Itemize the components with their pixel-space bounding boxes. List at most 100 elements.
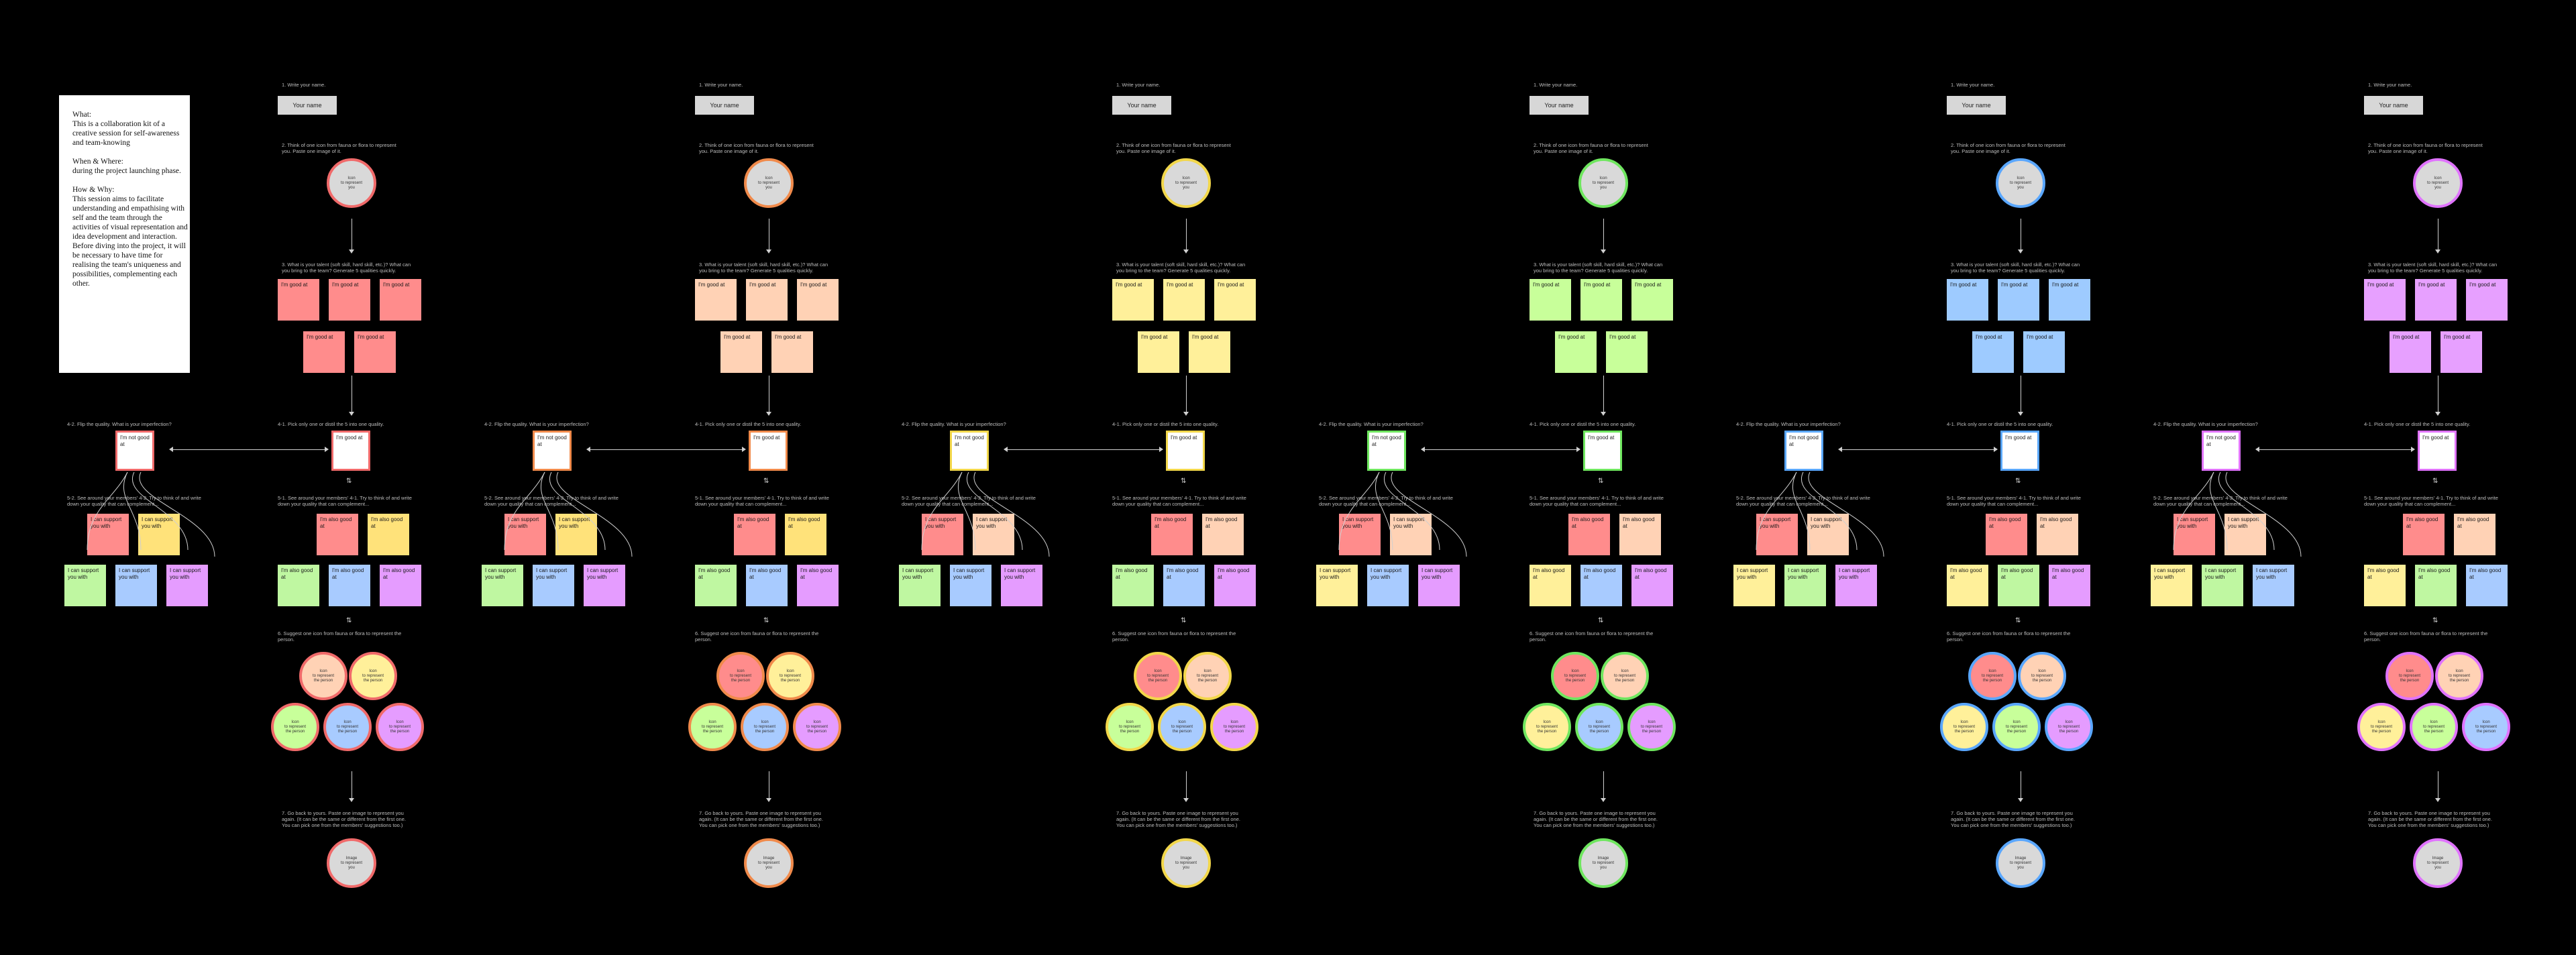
- support-note-left-1[interactable]: I can support you with: [1339, 514, 1381, 555]
- suggested-icon-1[interactable]: Icon to represent the person: [1968, 652, 2017, 700]
- support-note-left-1[interactable]: I can support you with: [2174, 514, 2215, 555]
- suggested-icon-2[interactable]: Icon to represent the person: [349, 652, 397, 700]
- picked-quality-frame[interactable]: I'm good at: [749, 431, 788, 471]
- can-support-note-1[interactable]: I can support you with: [482, 565, 523, 606]
- suggested-icon-1[interactable]: Icon to represent the person: [2385, 652, 2434, 700]
- self-icon-circle[interactable]: Icon to represent you: [1161, 158, 1211, 208]
- support-note-left-2[interactable]: I can support you with: [138, 514, 180, 555]
- suggested-icon-5[interactable]: Icon to represent the person: [1210, 703, 1258, 751]
- can-support-note-1[interactable]: I can support you with: [64, 565, 106, 606]
- suggested-icon-4[interactable]: Icon to represent the person: [1992, 703, 2041, 751]
- support-note-right-1[interactable]: I'm also good at: [2403, 514, 2445, 555]
- imperfection-frame[interactable]: I'm not good at: [2202, 431, 2241, 471]
- self-icon-circle[interactable]: Icon to represent you: [744, 158, 794, 208]
- support-note-left-1[interactable]: I can support you with: [922, 514, 963, 555]
- can-support-note-1[interactable]: I can support you with: [1316, 565, 1358, 606]
- imperfection-frame[interactable]: I'm not good at: [950, 431, 989, 471]
- picked-quality-frame[interactable]: I'm good at: [2418, 431, 2457, 471]
- good-at-note-1[interactable]: I'm good at: [1112, 279, 1154, 321]
- final-icon-circle[interactable]: Image to represent you: [744, 838, 794, 888]
- can-support-note-3[interactable]: I can support you with: [2253, 565, 2294, 606]
- good-at-note-2[interactable]: I'm good at: [1998, 279, 2039, 321]
- good-at-note-5[interactable]: I'm good at: [2440, 331, 2482, 373]
- good-at-note-2[interactable]: I'm good at: [746, 279, 788, 321]
- good-at-note-1[interactable]: I'm good at: [1947, 279, 1988, 321]
- good-at-note-3[interactable]: I'm good at: [380, 279, 421, 321]
- suggested-icon-5[interactable]: Icon to represent the person: [376, 703, 424, 751]
- imperfection-frame[interactable]: I'm not good at: [533, 431, 572, 471]
- self-icon-circle[interactable]: Icon to represent you: [2413, 158, 2463, 208]
- also-good-note-1[interactable]: I'm also good at: [2364, 565, 2406, 606]
- support-note-left-1[interactable]: I can support you with: [1756, 514, 1798, 555]
- self-icon-circle[interactable]: Icon to represent you: [1996, 158, 2045, 208]
- self-icon-circle[interactable]: Icon to represent you: [1578, 158, 1628, 208]
- can-support-note-3[interactable]: I can support you with: [166, 565, 208, 606]
- can-support-note-2[interactable]: I can support you with: [115, 565, 157, 606]
- final-icon-circle[interactable]: Image to represent you: [1996, 838, 2045, 888]
- final-icon-circle[interactable]: Image to represent you: [327, 838, 376, 888]
- name-field[interactable]: Your name: [2364, 96, 2423, 115]
- good-at-note-3[interactable]: I'm good at: [2049, 279, 2090, 321]
- good-at-note-4[interactable]: I'm good at: [2390, 331, 2431, 373]
- suggested-icon-3[interactable]: Icon to represent the person: [1940, 703, 1988, 751]
- also-good-note-1[interactable]: I'm also good at: [695, 565, 737, 606]
- good-at-note-4[interactable]: I'm good at: [303, 331, 345, 373]
- good-at-note-3[interactable]: I'm good at: [1631, 279, 1673, 321]
- support-note-left-1[interactable]: I can support you with: [504, 514, 546, 555]
- good-at-note-1[interactable]: I'm good at: [278, 279, 319, 321]
- suggested-icon-2[interactable]: Icon to represent the person: [2435, 652, 2483, 700]
- support-note-right-2[interactable]: I'm also good at: [2037, 514, 2078, 555]
- support-note-right-1[interactable]: I'm also good at: [1568, 514, 1610, 555]
- can-support-note-3[interactable]: I can support you with: [1418, 565, 1460, 606]
- suggested-icon-2[interactable]: Icon to represent the person: [1183, 652, 1232, 700]
- can-support-note-1[interactable]: I can support you with: [1733, 565, 1775, 606]
- good-at-note-3[interactable]: I'm good at: [2466, 279, 2508, 321]
- also-good-note-3[interactable]: I'm also good at: [797, 565, 839, 606]
- good-at-note-1[interactable]: I'm good at: [2364, 279, 2406, 321]
- can-support-note-2[interactable]: I can support you with: [2202, 565, 2243, 606]
- suggested-icon-4[interactable]: Icon to represent the person: [741, 703, 789, 751]
- imperfection-frame[interactable]: I'm not good at: [1784, 431, 1823, 471]
- good-at-note-5[interactable]: I'm good at: [354, 331, 396, 373]
- imperfection-frame[interactable]: I'm not good at: [115, 431, 154, 471]
- also-good-note-3[interactable]: I'm also good at: [1214, 565, 1256, 606]
- support-note-right-1[interactable]: I'm also good at: [1151, 514, 1193, 555]
- suggested-icon-3[interactable]: Icon to represent the person: [1523, 703, 1571, 751]
- suggested-icon-1[interactable]: Icon to represent the person: [1134, 652, 1182, 700]
- also-good-note-3[interactable]: I'm also good at: [380, 565, 421, 606]
- suggested-icon-4[interactable]: Icon to represent the person: [2410, 703, 2458, 751]
- good-at-note-1[interactable]: I'm good at: [695, 279, 737, 321]
- support-note-right-2[interactable]: I'm also good at: [368, 514, 409, 555]
- picked-quality-frame[interactable]: I'm good at: [1166, 431, 1205, 471]
- name-field[interactable]: Your name: [1529, 96, 1589, 115]
- good-at-note-5[interactable]: I'm good at: [2023, 331, 2065, 373]
- good-at-note-4[interactable]: I'm good at: [1138, 331, 1179, 373]
- suggested-icon-3[interactable]: Icon to represent the person: [688, 703, 737, 751]
- can-support-note-2[interactable]: I can support you with: [1367, 565, 1409, 606]
- good-at-note-4[interactable]: I'm good at: [1555, 331, 1597, 373]
- can-support-note-2[interactable]: I can support you with: [1784, 565, 1826, 606]
- name-field[interactable]: Your name: [1947, 96, 2006, 115]
- suggested-icon-1[interactable]: Icon to represent the person: [716, 652, 765, 700]
- can-support-note-1[interactable]: I can support you with: [2151, 565, 2192, 606]
- can-support-note-2[interactable]: I can support you with: [950, 565, 991, 606]
- suggested-icon-1[interactable]: Icon to represent the person: [1551, 652, 1599, 700]
- suggested-icon-3[interactable]: Icon to represent the person: [271, 703, 319, 751]
- good-at-note-1[interactable]: I'm good at: [1529, 279, 1571, 321]
- also-good-note-2[interactable]: I'm also good at: [1163, 565, 1205, 606]
- suggested-icon-2[interactable]: Icon to represent the person: [766, 652, 814, 700]
- suggested-icon-3[interactable]: Icon to represent the person: [2357, 703, 2406, 751]
- can-support-note-3[interactable]: I can support you with: [1001, 565, 1042, 606]
- good-at-note-4[interactable]: I'm good at: [720, 331, 762, 373]
- also-good-note-1[interactable]: I'm also good at: [278, 565, 319, 606]
- also-good-note-2[interactable]: I'm also good at: [329, 565, 370, 606]
- good-at-note-2[interactable]: I'm good at: [1163, 279, 1205, 321]
- also-good-note-3[interactable]: I'm also good at: [2466, 565, 2508, 606]
- good-at-note-3[interactable]: I'm good at: [1214, 279, 1256, 321]
- final-icon-circle[interactable]: Image to represent you: [1578, 838, 1628, 888]
- suggested-icon-2[interactable]: Icon to represent the person: [1601, 652, 1649, 700]
- suggested-icon-5[interactable]: Icon to represent the person: [2462, 703, 2510, 751]
- suggested-icon-4[interactable]: Icon to represent the person: [323, 703, 372, 751]
- self-icon-circle[interactable]: Icon to represent you: [327, 158, 376, 208]
- picked-quality-frame[interactable]: I'm good at: [2000, 431, 2039, 471]
